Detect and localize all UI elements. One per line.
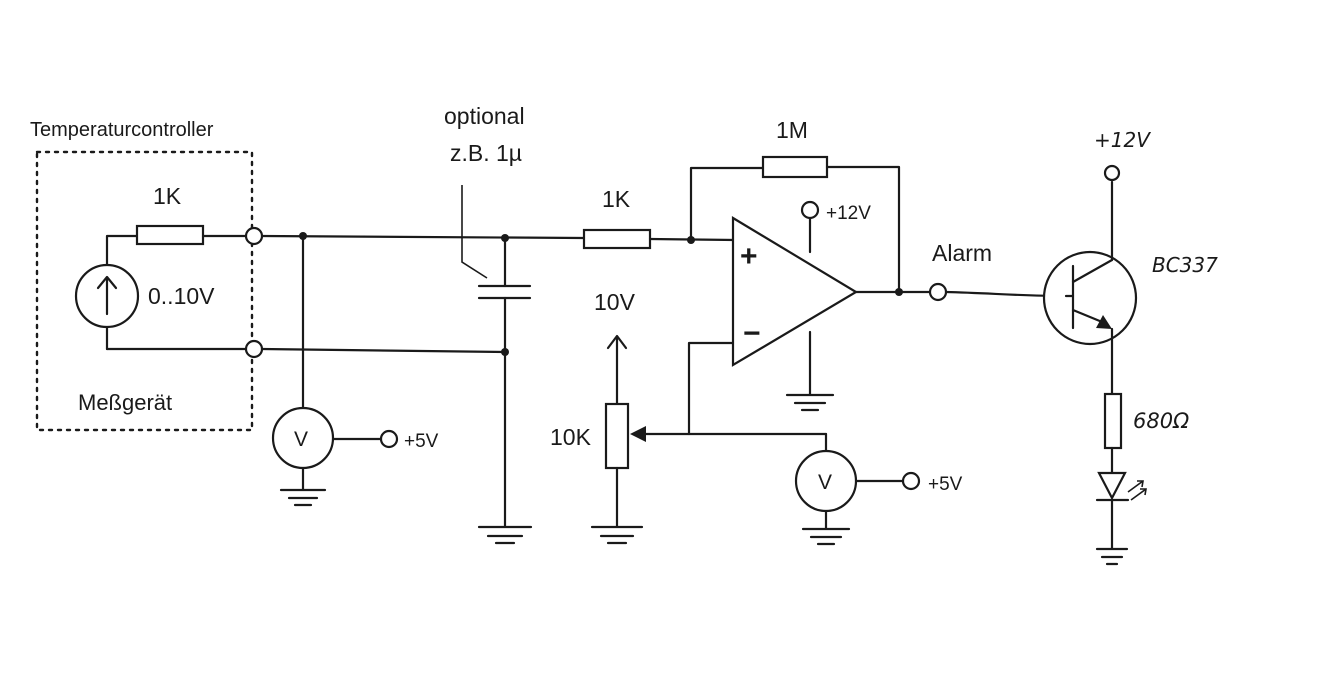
input-resistor-label: 1K [602,186,631,212]
pot-label: 10K [550,424,592,450]
device-label: Meßgerät [78,390,172,415]
opamp-minus: − [743,317,761,350]
source-resistor-label: 1K [153,183,182,209]
feedback-resistor-label: 1M [776,117,808,143]
cap-note-value: z.B. 1µ [450,140,522,166]
opamp-supply-label: +12V [826,203,871,224]
voltmeter-icon: V [794,449,858,513]
resistor-icon [582,228,652,250]
terminal-icon [928,282,948,302]
pot-top-label: 10V [594,289,636,315]
resistor-icon [1103,392,1123,450]
current-source-icon [74,263,140,329]
svg-text:V: V [294,428,308,451]
terminal-icon [379,429,399,449]
terminal-icon [800,200,820,220]
cap-note-optional: optional [444,103,525,129]
voltmeter-icon: V [271,406,335,470]
source-range-label: 0..10V [148,283,215,309]
ground-icon [590,525,644,545]
device-box [35,150,254,432]
terminal-icon [901,471,921,491]
transistor-label: BC337 [1152,253,1218,277]
ground-icon [785,393,835,412]
ground-icon [477,525,533,545]
terminal-icon [244,339,264,359]
meter2-supply-label: +5V [928,474,963,495]
potentiometer-icon [604,334,828,528]
source-loop: 1K 0..10V [74,183,248,351]
opamp-icon: + − [731,216,859,367]
resistor-icon [135,224,205,246]
alarm-label: Alarm [932,240,992,266]
ground-icon [1095,547,1129,566]
npn-transistor-icon [1042,250,1138,346]
transistor-supply-label: +12V [1094,128,1151,152]
meter1-supply-label: +5V [404,431,439,452]
ground-icon [279,488,327,507]
led-icon [1095,471,1147,502]
led-resistor-label: 680Ω [1133,409,1189,433]
ground-icon [801,527,851,546]
terminal-icon [1103,164,1121,182]
controller-label: Temperaturcontroller [30,119,214,141]
terminal-icon [244,226,264,246]
resistor-icon [761,155,829,179]
svg-text:V: V [818,471,832,494]
opamp-plus: + [740,240,758,273]
capacitor-icon [477,284,532,300]
